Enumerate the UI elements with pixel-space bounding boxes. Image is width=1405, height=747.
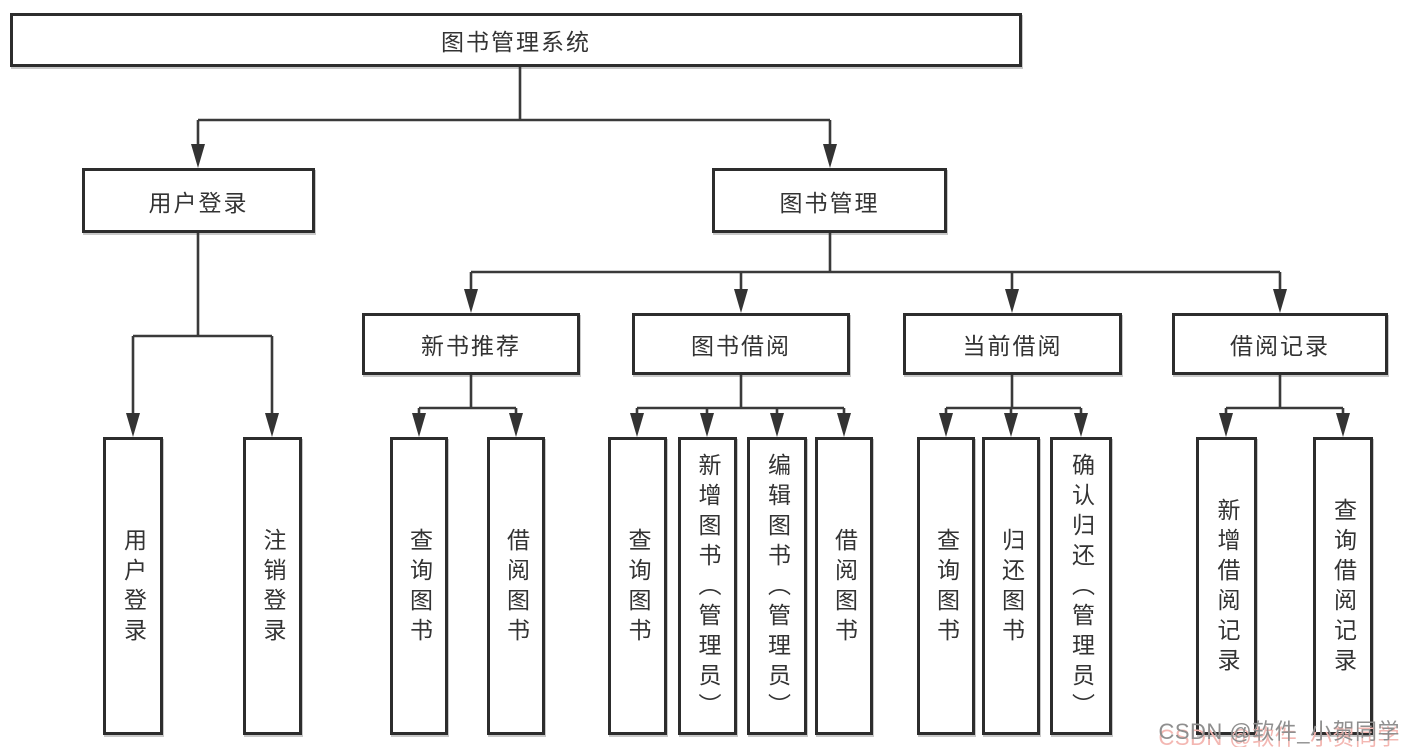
node-logout: 注销登录 (243, 437, 302, 735)
arrowheads (126, 144, 1350, 437)
connector-current-borrow-children (944, 375, 1083, 415)
node-borrow-books-recommend: 借阅图书 (487, 437, 545, 735)
node-return-books: 归还图书 (982, 437, 1040, 735)
node-edit-book-admin: 编辑图书（管理员） (747, 437, 807, 735)
node-add-book-admin: 新增图书（管理员） (678, 437, 737, 735)
node-add-borrow-record: 新增借阅记录 (1196, 437, 1257, 735)
node-book-management: 图书管理 (712, 168, 947, 233)
connector-book-borrow-children (635, 375, 846, 415)
connector-new-book-children (417, 375, 518, 415)
node-query-books-borrow: 查询图书 (608, 437, 667, 735)
node-query-borrow-record: 查询借阅记录 (1313, 437, 1373, 735)
connector-root-to-level2 (196, 67, 832, 146)
node-new-book-recommend: 新书推荐 (362, 313, 580, 375)
node-confirm-return-admin: 确认归还（管理员） (1050, 437, 1112, 735)
connector-borrow-record-children (1224, 375, 1345, 415)
node-book-borrow: 图书借阅 (632, 313, 850, 375)
node-current-borrow: 当前借阅 (903, 313, 1122, 375)
node-borrow-records: 借阅记录 (1172, 313, 1388, 375)
csdn-watermark: CSDN @软件_小贺同学 (1158, 719, 1400, 744)
connector-user-login-children (131, 233, 274, 415)
connector-book-management-children (469, 233, 1282, 291)
node-library-system: 图书管理系统 (10, 13, 1022, 67)
node-user-login-action: 用户登录 (103, 437, 163, 735)
node-borrow-books: 借阅图书 (815, 437, 873, 735)
node-query-books-current: 查询图书 (917, 437, 975, 735)
node-query-books-recommend: 查询图书 (390, 437, 448, 735)
node-user-login: 用户登录 (82, 168, 315, 233)
